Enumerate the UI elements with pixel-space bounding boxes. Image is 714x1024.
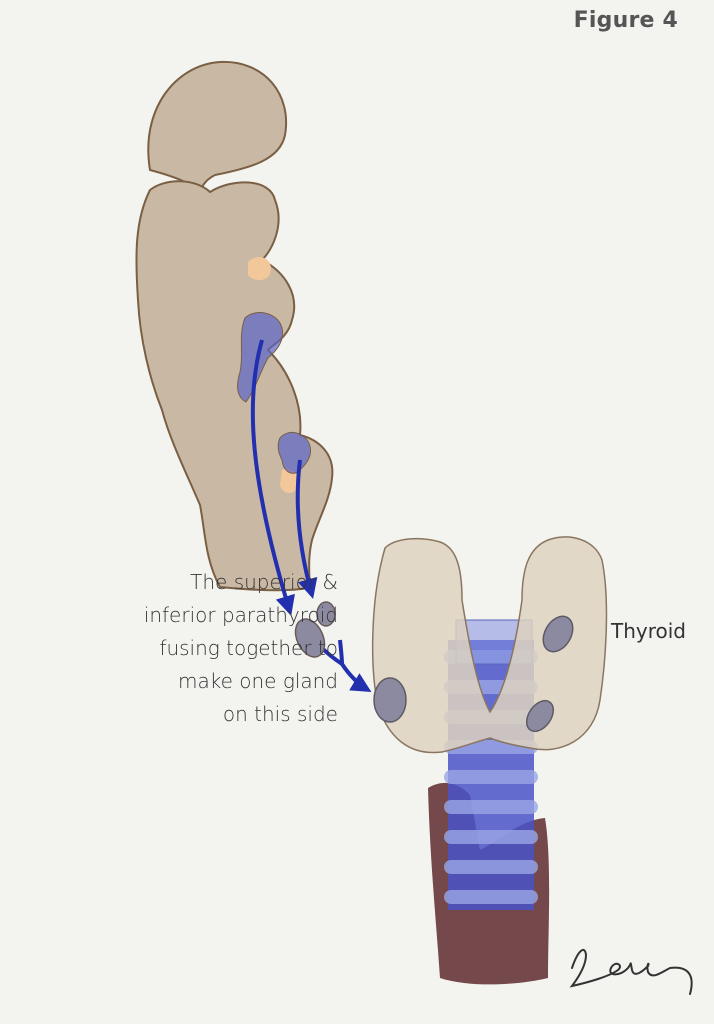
pharyngeal-arches (135, 180, 334, 592)
pharyngeal-cleft-orange-1 (248, 257, 271, 281)
caption-line: make one gland (177, 669, 338, 693)
right-inferior-parathyroid (525, 699, 555, 733)
superior-parathyroid-bud (316, 601, 336, 627)
superior-parathyroid-migration-arrow (295, 459, 318, 599)
tracheal-ring (444, 770, 538, 784)
parathyroid-fusion-caption: The superior & inferior parathyroid fusi… (144, 566, 338, 731)
pharyngeal-cleft-orange-2 (280, 468, 299, 494)
caption-line: on this side (222, 702, 338, 726)
fused-parathyroid-gland (373, 677, 407, 723)
embryonic-head (147, 60, 288, 196)
pharyngeal-arch-structure (135, 60, 334, 592)
migration-arrows (250, 339, 372, 693)
inferior-parathyroid-bud (294, 618, 326, 658)
third-pouch (237, 312, 284, 403)
fused-gland-arrow (340, 662, 372, 693)
tracheal-ring (444, 890, 538, 904)
figure-title: Figure 4 (573, 8, 678, 33)
inferior-parathyroid-migration-arrow (250, 339, 295, 616)
thyroid-label: Thyroid (611, 619, 686, 643)
tracheal-ring (444, 800, 538, 814)
tracheal-ring (444, 830, 538, 844)
caption-line: inferior parathyroid (143, 603, 338, 627)
right-superior-parathyroid (542, 615, 574, 653)
caption-line: The superior & (190, 570, 338, 594)
migrating-parathyroids (294, 601, 336, 658)
caption-line: fusing together to (159, 636, 338, 660)
fusion-branch-right (338, 639, 344, 665)
tracheal-ring (444, 860, 538, 874)
thyroid-gland (371, 536, 608, 754)
neck-structures (371, 536, 608, 985)
artist-signature (569, 948, 693, 995)
